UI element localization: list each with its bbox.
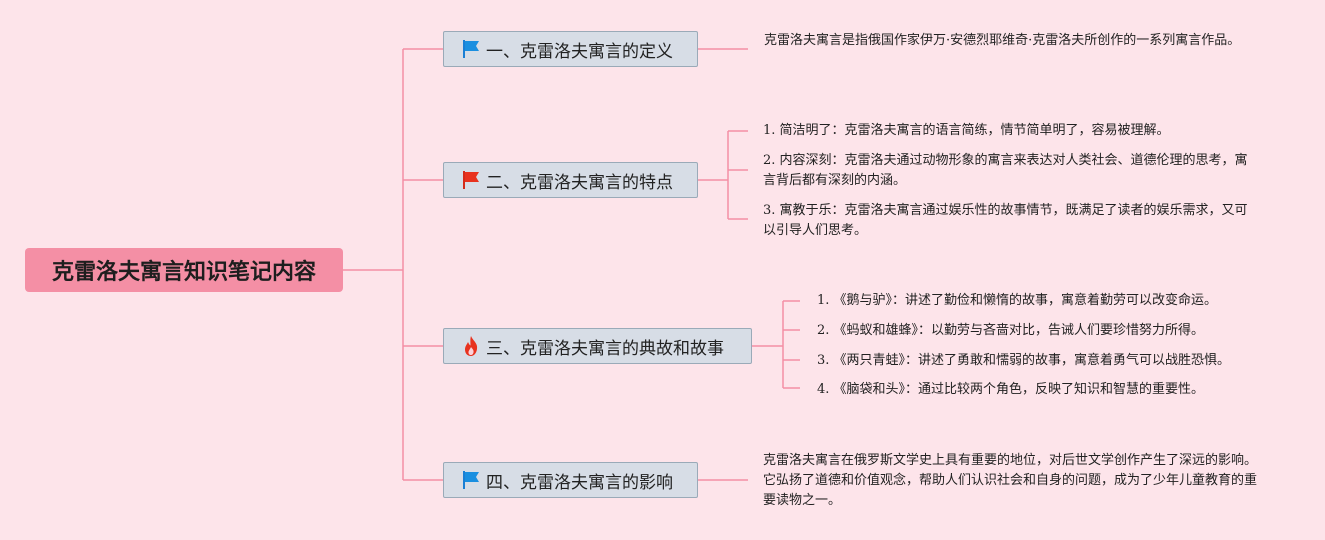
root-topic[interactable]: 克雷洛夫寓言知识笔记内容 <box>25 248 343 292</box>
connector-detail-3 <box>752 300 800 389</box>
blue-flag-icon <box>460 469 482 491</box>
detail-story-1: 1. 《鹅与驴》：讲述了勤俭和懒惰的故事，寓意着勤劳可以改变命运。 <box>817 293 1218 308</box>
detail-story-2: 2. 《蚂蚁和雄蜂》：以勤劳与吝啬对比，告诫人们要珍惜努力所得。 <box>817 323 1205 338</box>
topic-features[interactable]: 二、克雷洛夫寓言的特点 <box>443 162 698 198</box>
topic-stories[interactable]: 三、克雷洛夫寓言的典故和故事 <box>443 328 752 364</box>
topic-definition[interactable]: 一、克雷洛夫寓言的定义 <box>443 31 698 67</box>
detail-definition: 克雷洛夫寓言是指俄国作家伊万·安德烈耶维奇·克雷洛夫所创作的一系列寓言作品。 <box>764 33 1241 48</box>
root-title: 克雷洛夫寓言知识笔记内容 <box>51 260 316 285</box>
blue-flag-icon <box>460 38 482 60</box>
detail-feature-2: 2. 内容深刻：克雷洛夫通过动物形象的寓言来表达对人类社会、道德伦理的思考，寓言… <box>763 153 1248 188</box>
topic-label: 四、克雷洛夫寓言的影响 <box>486 472 673 493</box>
detail-story-4: 4. 《脑袋和头》：通过比较两个角色，反映了知识和智慧的重要性。 <box>817 382 1205 397</box>
connector-detail-2 <box>698 130 748 220</box>
topic-label: 二、克雷洛夫寓言的特点 <box>486 172 673 193</box>
detail-feature-1: 1. 简洁明了：克雷洛夫寓言的语言简练，情节简单明了，容易被理解。 <box>763 123 1170 138</box>
topic-label: 三、克雷洛夫寓言的典故和故事 <box>486 338 724 359</box>
fire-icon <box>460 335 482 357</box>
detail-story-3: 3. 《两只青蛙》：讲述了勇敢和懦弱的故事，寓意着勇气可以战胜恐惧。 <box>817 353 1231 368</box>
detail-influence: 克雷洛夫寓言在俄罗斯文学史上具有重要的地位，对后世文学创作产生了深远的影响。它弘… <box>763 453 1258 508</box>
red-flag-icon <box>460 169 482 191</box>
topic-influence[interactable]: 四、克雷洛夫寓言的影响 <box>443 462 698 498</box>
detail-feature-3: 3. 寓教于乐：克雷洛夫寓言通过娱乐性的故事情节，既满足了读者的娱乐需求，又可以… <box>763 203 1248 238</box>
topic-label: 一、克雷洛夫寓言的定义 <box>486 41 673 62</box>
